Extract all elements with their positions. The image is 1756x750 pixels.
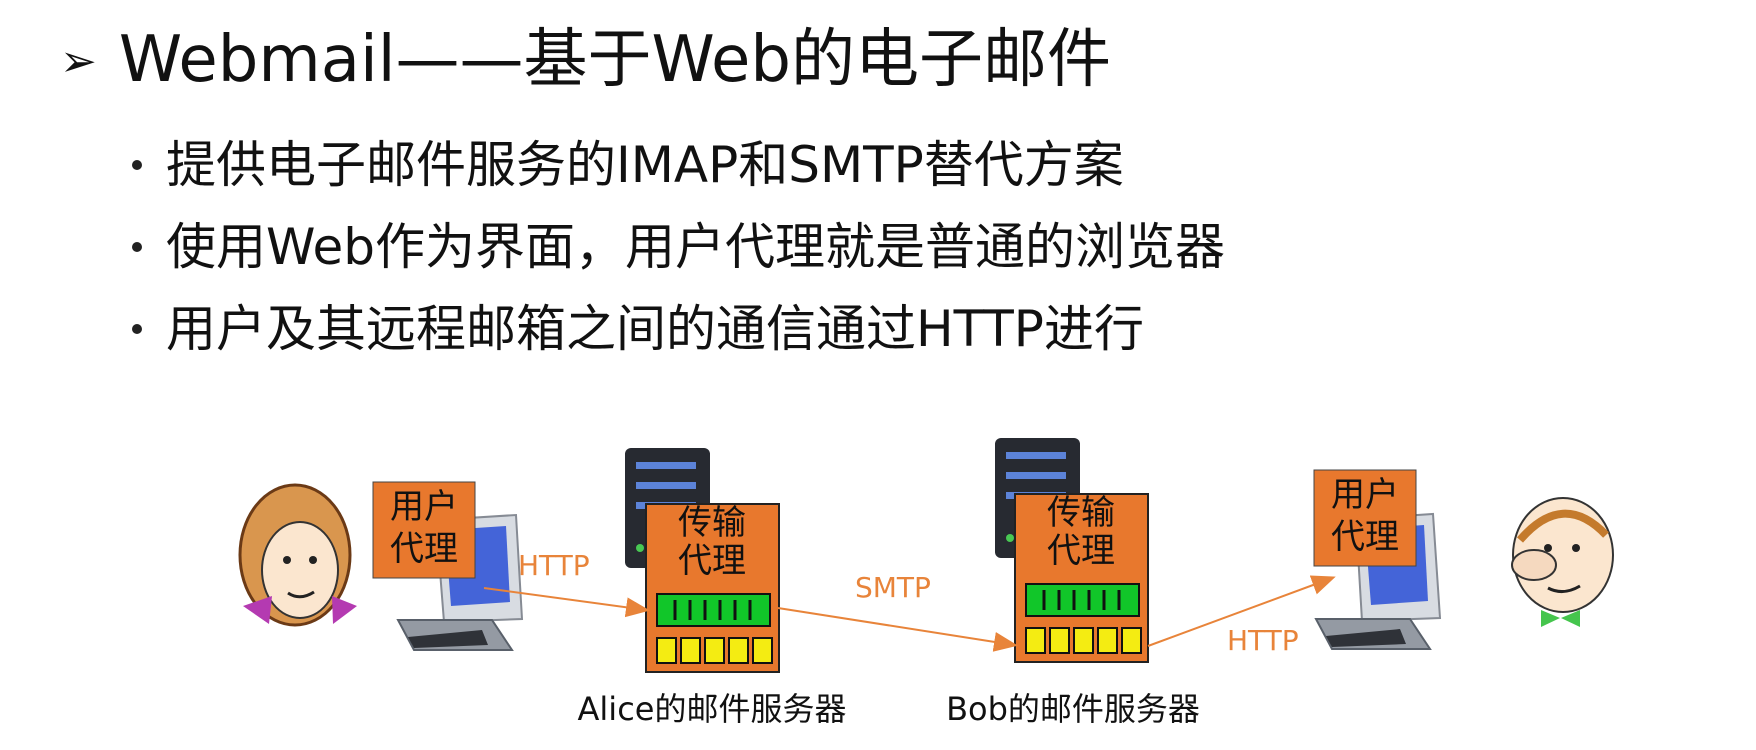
transfer-agent-label-line1: 传输 <box>1047 493 1115 533</box>
bullet-item: 提供电子邮件服务的IMAP和SMTP替代方案 <box>132 124 1225 206</box>
http-left-label: HTTP <box>518 549 590 582</box>
bullet-dot-icon <box>132 242 142 252</box>
bob-transfer-agent-box: 传输 代理 <box>1014 493 1149 663</box>
bullet-dot-icon <box>132 324 142 334</box>
user-agent-label-line1: 用户 <box>1331 475 1399 515</box>
smtp-label: SMTP <box>855 571 931 604</box>
bob-user-agent-box: 用户 代理 <box>1313 469 1417 567</box>
yellow-mailbox-row <box>1025 627 1142 654</box>
smtp-arrow <box>777 607 1018 652</box>
alice-server-caption: Alice的邮件服务器 <box>578 690 847 728</box>
bullet-text: 提供电子邮件服务的IMAP和SMTP替代方案 <box>166 136 1124 194</box>
bob-person-icon <box>1511 497 1614 627</box>
http-arrow-left <box>483 587 650 618</box>
bob-server-caption: Bob的邮件服务器 <box>946 690 1200 728</box>
transfer-agent-label-line2: 代理 <box>1047 531 1115 571</box>
transfer-agent-label-line2: 代理 <box>678 541 746 581</box>
transfer-agent-label-line1: 传输 <box>678 503 746 543</box>
bullet-item: 用户及其远程邮箱之间的通信通过HTTP进行 <box>132 288 1225 370</box>
alice-user-agent-box: 用户 代理 <box>372 481 476 579</box>
bullet-list: 提供电子邮件服务的IMAP和SMTP替代方案 使用Web作为界面，用户代理就是普… <box>132 124 1225 370</box>
http-arrow-right <box>1147 575 1336 647</box>
bullet-text: 用户及其远程邮箱之间的通信通过HTTP进行 <box>166 300 1144 358</box>
bullet-item: 使用Web作为界面，用户代理就是普通的浏览器 <box>132 206 1225 288</box>
arrow-bullet-icon: ➢ <box>60 36 97 87</box>
user-agent-label-line2: 代理 <box>390 529 458 569</box>
slide-title: ➢ Webmail——基于Web的电子邮件 <box>60 22 1111 99</box>
bullet-dot-icon <box>132 160 142 170</box>
yellow-mailbox-row <box>656 637 773 664</box>
user-agent-label-line1: 用户 <box>390 487 458 527</box>
alice-transfer-agent-box: 传输 代理 <box>645 503 780 673</box>
bullet-text: 使用Web作为界面，用户代理就是普通的浏览器 <box>166 218 1226 276</box>
alice-person-icon <box>238 483 357 627</box>
slide-title-text: Webmail——基于Web的电子邮件 <box>118 23 1112 97</box>
user-agent-label-line2: 代理 <box>1331 517 1399 557</box>
http-right-label: HTTP <box>1227 624 1299 657</box>
